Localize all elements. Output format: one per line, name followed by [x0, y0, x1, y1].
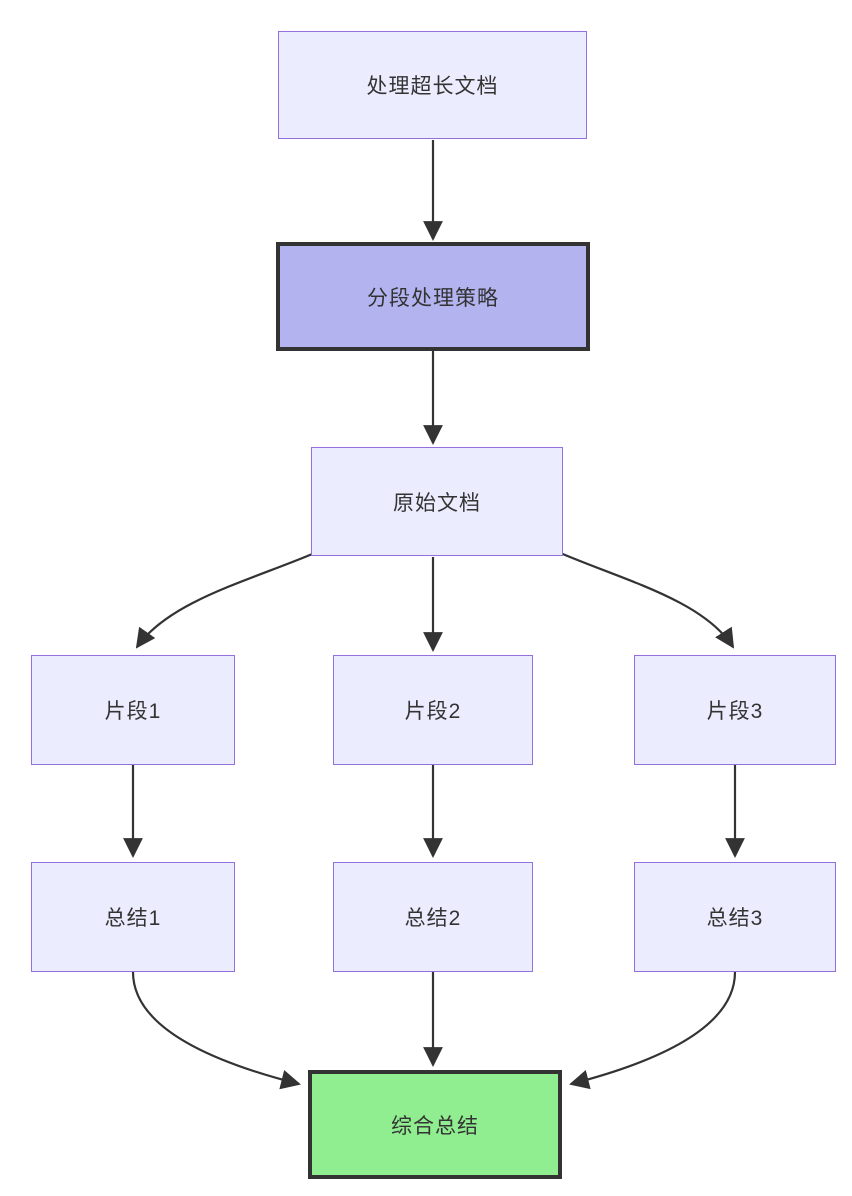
edge-c-d3: [557, 550, 735, 649]
node-handle-long-document: 处理超长文档: [278, 31, 587, 139]
node-final-summary: 综合总结: [308, 1070, 562, 1179]
node-fragment-2: 片段2: [333, 655, 533, 765]
edge-e3-f: [569, 971, 737, 1090]
edge-e1-f: [131, 971, 301, 1090]
node-fragment-3: 片段3: [634, 655, 836, 765]
node-segmentation-strategy: 分段处理策略: [276, 242, 590, 351]
node-fragment-1: 片段1: [31, 655, 235, 765]
edge-c-d1: [135, 550, 318, 649]
node-summary-1: 总结1: [31, 862, 235, 972]
node-summary-2: 总结2: [333, 862, 533, 972]
node-original-document: 原始文档: [311, 447, 563, 556]
node-summary-3: 总结3: [634, 862, 836, 972]
